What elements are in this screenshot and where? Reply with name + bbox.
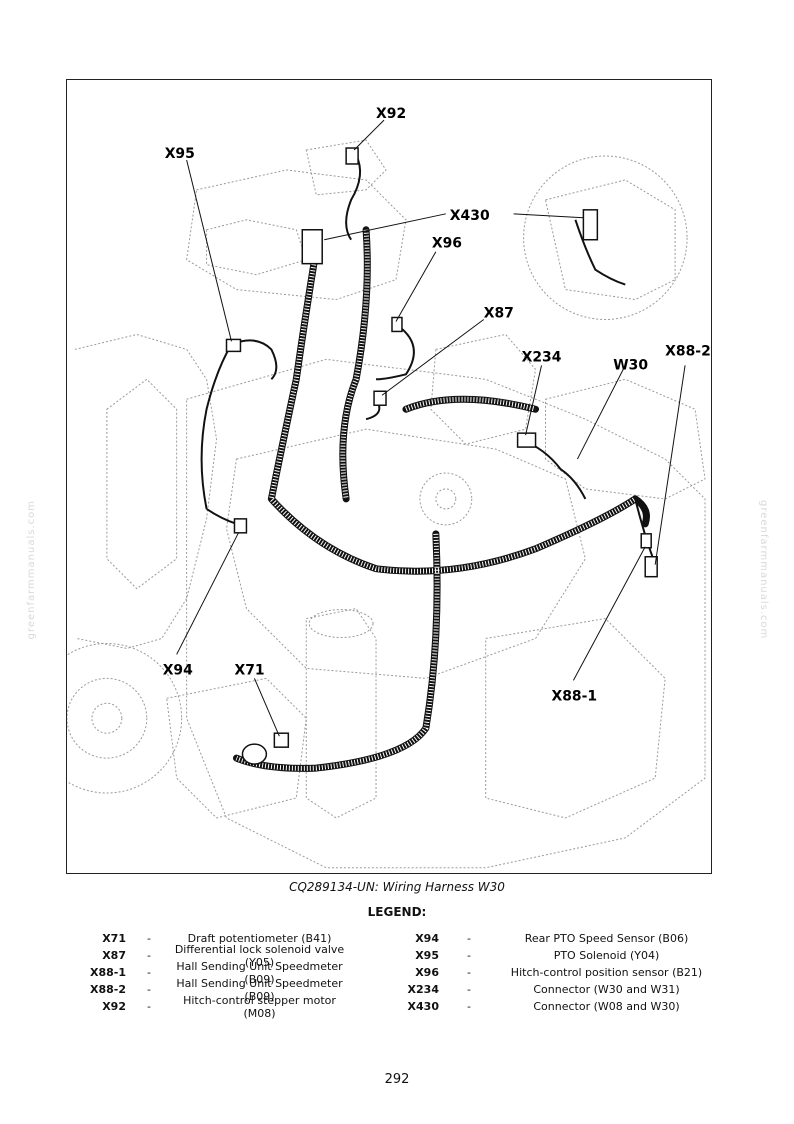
legend-code: X71	[102, 932, 126, 945]
callout-x87: X87	[484, 305, 514, 321]
legend-code: X430	[407, 1000, 439, 1013]
connector-x94-shape	[233, 518, 248, 534]
legend-code: X95	[415, 949, 439, 962]
figure-caption: CQ289134-UN: Wiring Harness W30	[289, 880, 505, 894]
legend-dash: -	[147, 949, 151, 962]
legend-code: X96	[415, 966, 439, 979]
harness-drawing: X92 X95 X430 X96 X87 X234 W30 X88-2 X94 …	[67, 106, 711, 869]
connector-x87-shape	[373, 390, 387, 406]
harness-loom-ribs	[235, 229, 637, 771]
connector-x234-shape	[516, 432, 537, 448]
legend-description: Draft potentiometer (B41)	[187, 932, 332, 945]
leader-lines	[176, 119, 686, 737]
legend-code: X92	[102, 1000, 126, 1013]
page-number: 292	[384, 1072, 410, 1087]
connector-x430-shape	[301, 229, 323, 265]
potentiometer-shape	[241, 743, 268, 765]
legend-code: X234	[407, 983, 439, 996]
legend-description: Hall Sending Unit Speedmeter (B09)	[176, 959, 343, 986]
legend-row: X71 - Draft potentiometer (B41) X94 - Re…	[86, 930, 716, 947]
legend-dash: -	[467, 983, 471, 996]
legend-description: Hall Sending Unit Speedmeter (B09)	[176, 976, 343, 1003]
legend-row: X87 - Differential lock solenoid valve (…	[86, 943, 716, 969]
wiring-harness-figure: X92 X95 X430 X96 X87 X234 W30 X88-2 X94 …	[66, 79, 712, 874]
harness-wires	[200, 154, 657, 565]
legend-code: X88-1	[89, 966, 126, 979]
legend-dash: -	[467, 966, 471, 979]
connector-x96-shape	[391, 316, 403, 333]
callout-x92: X92	[376, 106, 406, 122]
callout-x71: X71	[234, 662, 264, 678]
connector-x95-shape	[225, 338, 242, 353]
legend-description: Hitch-control stepper motor (M08)	[183, 993, 336, 1020]
connector-x88-1-shape	[644, 556, 658, 578]
callout-w30: W30	[613, 357, 648, 373]
legend-dash: -	[147, 966, 151, 979]
callout-x88-1: X88-1	[551, 688, 597, 704]
legend-dash: -	[467, 1000, 471, 1013]
connector-x92-shape	[345, 147, 359, 165]
callout-x234: X234	[522, 349, 562, 365]
legend-code: X87	[102, 949, 126, 962]
legend-dash: -	[467, 932, 471, 945]
legend-description: PTO Solenoid (Y04)	[553, 949, 660, 962]
legend-dash: -	[147, 983, 151, 996]
legend-dash: -	[467, 949, 471, 962]
callout-x95: X95	[165, 146, 195, 162]
connector-x430-detail-shape	[582, 209, 599, 241]
legend-code: X88-2	[89, 983, 126, 996]
legend-row: X88-1 - Hall Sending Unit Speedmeter (B0…	[86, 960, 716, 986]
connector-x88-2-shape	[640, 533, 652, 549]
callout-x88-2: X88-2	[665, 343, 711, 359]
legend-code: X94	[415, 932, 439, 945]
legend-description: Differential lock solenoid valve (Y05)	[174, 942, 345, 969]
legend-description: Connector (W08 and W30)	[533, 1000, 680, 1013]
watermark-left: greenfarmmanuals.com	[26, 500, 37, 640]
legend-description: Rear PTO Speed Sensor (B06)	[524, 932, 689, 945]
legend-dash: -	[147, 932, 151, 945]
legend-description: Hitch-control position sensor (B21)	[510, 966, 703, 979]
connectors	[225, 147, 658, 765]
callout-x430: X430	[450, 208, 490, 224]
legend-dash: -	[147, 1000, 151, 1013]
legend-row: X92 - Hitch-control stepper motor (M08) …	[86, 994, 716, 1020]
callout-x94: X94	[163, 662, 193, 678]
connector-x71-shape	[273, 732, 290, 748]
legend-description: Connector (W30 and W31)	[533, 983, 680, 996]
legend-row: X88-2 - Hall Sending Unit Speedmeter (B0…	[86, 977, 716, 1003]
legend-table: X71 - Draft potentiometer (B41) X94 - Re…	[86, 930, 716, 1020]
tractor-outline	[67, 139, 706, 869]
callout-x96: X96	[432, 236, 462, 252]
watermark-right: greenfarmmanuals.com	[758, 500, 769, 640]
legend-title: LEGEND:	[367, 905, 427, 919]
